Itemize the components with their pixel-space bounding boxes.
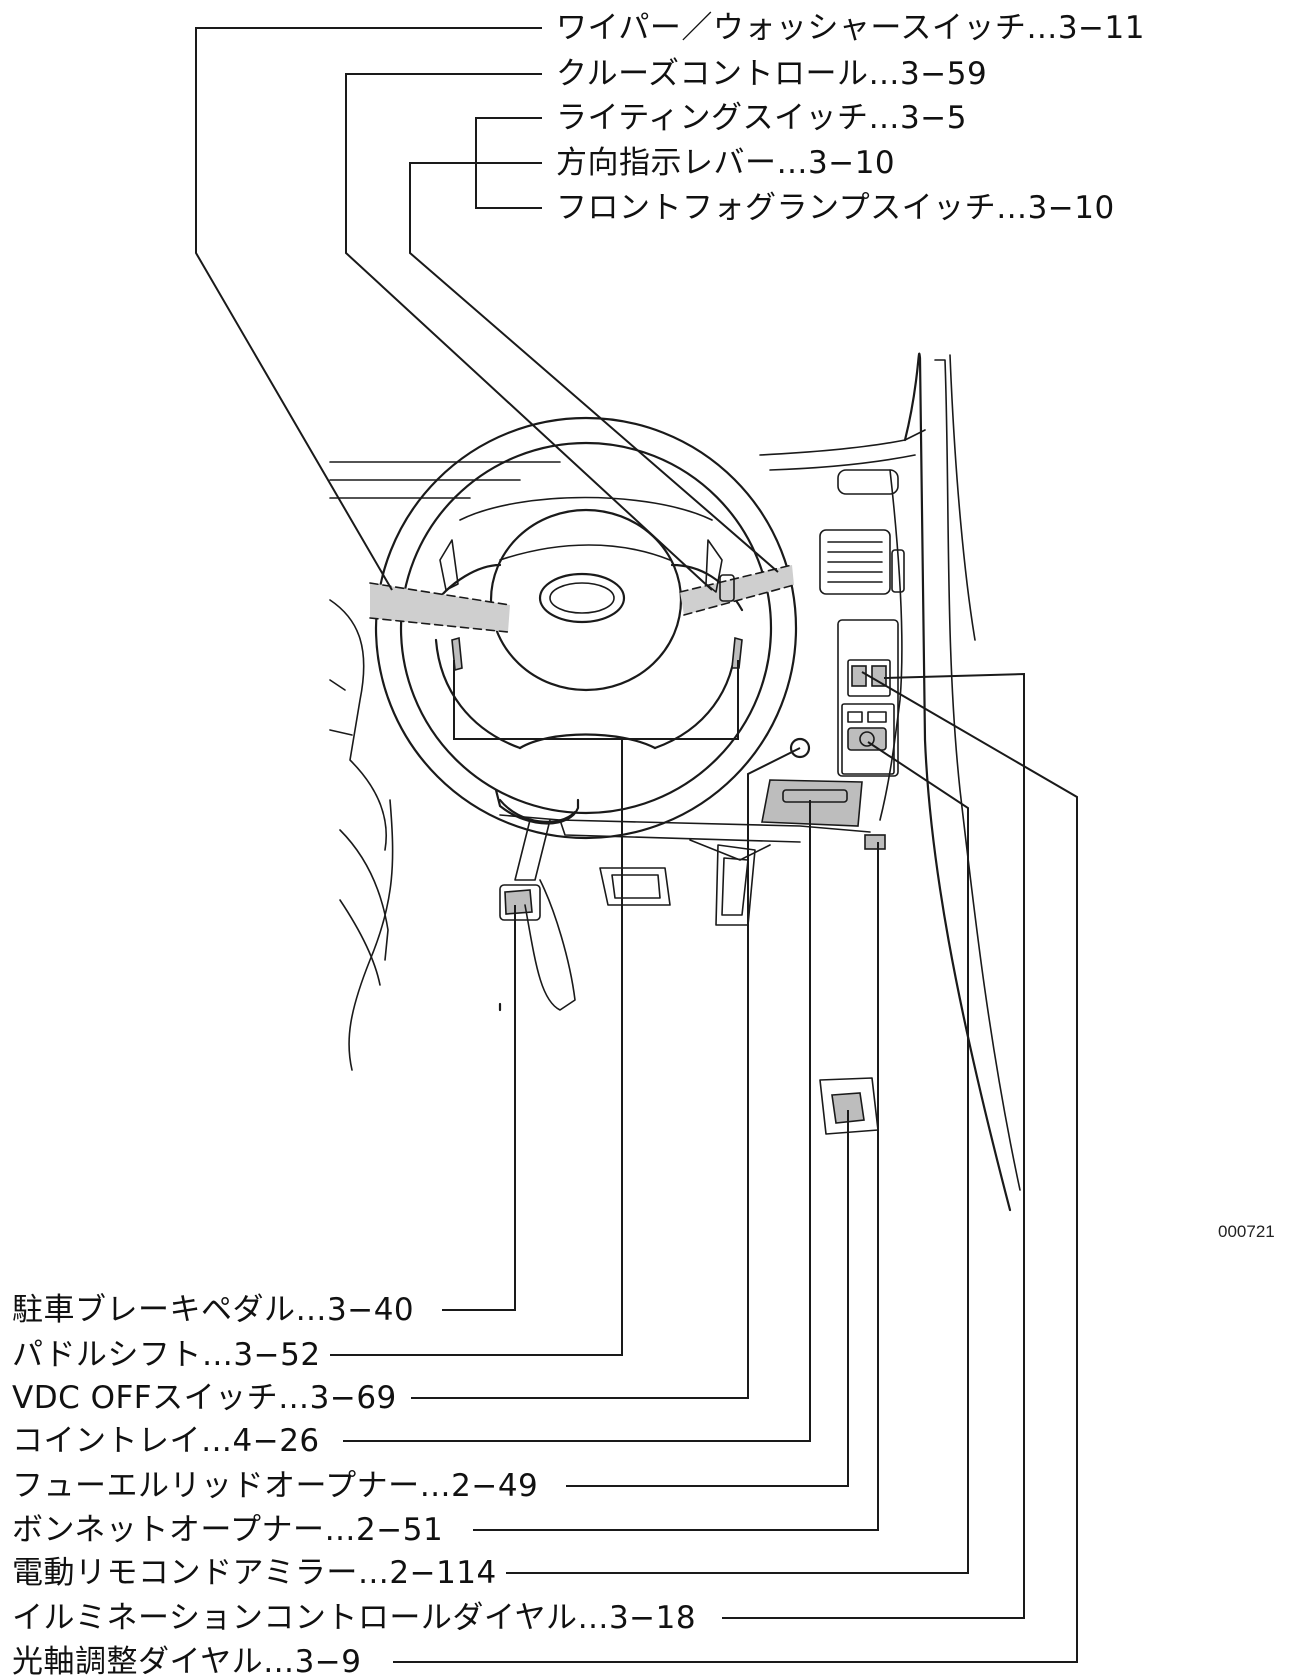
- switch-panel: [791, 620, 898, 776]
- label-lighting-switch: ライティングスイッチ…3−5: [556, 100, 967, 136]
- pedals: [500, 820, 755, 1010]
- label-front-fog-lamp-switch: フロントフォグランプスイッチ…3−10: [556, 190, 1115, 226]
- label-parking-brake-pedal: 駐車ブレーキペダル…3−40: [12, 1292, 414, 1328]
- label-power-door-mirror: 電動リモコンドアミラー…2−114: [12, 1555, 497, 1591]
- label-hood-opener: ボンネットオープナー…2−51: [12, 1512, 443, 1548]
- label-vdc-off-switch: VDC OFFスイッチ…3−69: [12, 1380, 397, 1416]
- steering-wheel: [376, 418, 796, 838]
- label-headlight-leveling-dial: 光軸調整ダイヤル…3−9: [12, 1644, 362, 1679]
- figure-code: 000721: [1218, 1222, 1275, 1242]
- label-turn-signal-lever: 方向指示レバー…3−10: [556, 145, 895, 181]
- right-stalk: [680, 565, 794, 615]
- left-stalk: [370, 583, 510, 632]
- label-cruise-control: クルーズコントロール…3−59: [556, 56, 987, 92]
- label-coin-tray: コイントレイ…4−26: [12, 1423, 320, 1459]
- label-illumination-dial: イルミネーションコントロールダイヤル…3−18: [12, 1600, 696, 1636]
- label-fuel-lid-opener: フューエルリッドオープナー…2−49: [12, 1468, 538, 1504]
- coin-tray: [762, 780, 862, 826]
- label-paddle-shift: パドルシフト…3−52: [12, 1337, 321, 1373]
- label-wiper-washer-switch: ワイパー／ウォッシャースイッチ…3−11: [556, 10, 1145, 46]
- hood-opener: [865, 835, 885, 849]
